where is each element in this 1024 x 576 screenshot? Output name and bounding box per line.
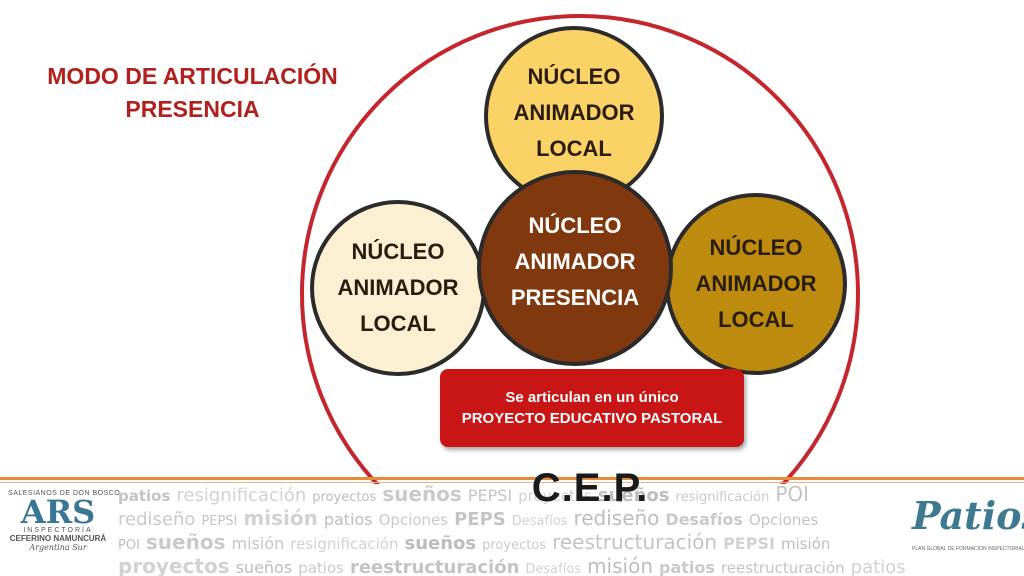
footer-word: misión [231,534,285,553]
node-center-line-3: PRESENCIA [510,285,640,310]
footer-word: PEPSI [723,534,775,553]
footer-word: Opciones [378,511,449,529]
node-right-nucleo-local: NÚCLEO ANIMADOR LOCAL [665,193,847,375]
footer-word: patios [850,557,906,576]
ars-logo-line-5: Argentina Sur [29,543,87,552]
footer-word: sueños [235,558,293,576]
footer-divider-thin [0,482,1024,483]
footer-word-row: POI sueños misión resignificación sueños proy… [118,532,910,556]
footer-word: proyectos [312,490,377,505]
proyecto-educativo-banner: Se articulan en un único PROYECTO EDUCAT… [440,369,744,447]
node-top-line-1: NÚCLEO [527,64,621,89]
ars-logo-line-3: INSPECTORÍA [23,527,93,534]
footer-word: Desafíos [525,562,582,576]
footer-word: resignificación [290,535,399,553]
node-right-line-3: LOCAL [718,307,794,332]
title-line-2: PRESENCIA [125,96,260,122]
node-left-line-1: NÚCLEO [351,239,445,264]
patios-logo-wordmark: Patios [912,493,1024,538]
node-left-nucleo-local: NÚCLEO ANIMADOR LOCAL [310,200,486,376]
slide-title: MODO DE ARTICULACIÓN PRESENCIA [20,60,365,126]
patios-logo-tagline: PLAN GLOBAL DE FORMACIÓN INSPECTORIAL [912,546,1024,552]
footer-word: sueños [145,530,226,554]
footer-word: PEPSI [467,486,513,505]
ars-logo-wordmark: ARS [20,493,96,531]
footer-word: patios [298,559,344,576]
ars-logo: SALESIANOS DE DON BOSCO ARS INSPECTORÍA … [8,490,121,572]
footer-word: sueños [597,485,670,506]
footer-word: Desafíos [665,510,743,529]
footer-word: PEPSI [201,514,238,529]
footer-word: rediseño [573,506,660,530]
footer-word: reestructuración [349,557,520,576]
footer-word: POI [775,484,810,506]
footer-word: proyectos [518,487,592,505]
ars-logo-line-4: CEFERINO NAMUNCURÁ [9,534,107,543]
node-top-line-3: LOCAL [536,136,612,161]
footer-word: reestructuración [552,530,718,554]
footer-word: PEPS [454,509,506,530]
footer-word: resignificación [176,485,307,506]
node-left-line-3: LOCAL [360,311,436,336]
node-left-line-2: ANIMADOR [337,275,459,300]
footer-word: proyectos [482,538,547,553]
footer-word: rediseño [118,509,196,530]
footer-word: patios [118,487,171,505]
footer-word: misión [243,506,318,530]
footer-word: misión [780,535,831,553]
footer-word-row: rediseño PEPSI misión patios Opciones PEPS Des… [118,508,910,532]
title-line-1: MODO DE ARTICULACIÓN [47,63,338,89]
node-top-line-2: ANIMADOR [513,100,635,125]
footer-word: reestructuración [720,559,845,576]
footer-word: patios [659,558,715,576]
node-center-line-1: NÚCLEO [528,213,622,238]
ars-logo-line-1: SALESIANOS DE DON BOSCO [8,490,121,497]
cep-label: C.E.P. [531,466,649,510]
footer-word: Opciones [748,511,819,529]
node-center-nucleo-presencia: NÚCLEO ANIMADOR PRESENCIA [477,170,673,366]
node-center-line-2: ANIMADOR [514,249,636,274]
footer-divider [0,477,1024,480]
footer-word: Desafíos [511,514,568,529]
node-right-line-1: NÚCLEO [709,235,803,260]
node-right-line-2: ANIMADOR [695,271,817,296]
footer-word: patios [323,510,373,529]
patios-logo: Patios PLAN GLOBAL DE FORMACIÓN INSPECTO… [912,486,1024,572]
footer-word: resignificación [675,490,770,505]
banner-line-2: PROYECTO EDUCATIVO PASTORAL [461,410,723,427]
footer-word-row: patios resignificación proyectos sueños PEPS… [118,484,910,508]
footer-word: misión [587,554,653,576]
footer-word: POI [118,538,140,553]
footer-word-row: proyectos sueños patios reestructuración Des… [118,556,910,576]
footer-word: sueños [382,484,462,506]
footer-word: sueños [404,533,477,554]
banner-line-1: Se articulan en un único [505,389,679,406]
footer-word: proyectos [118,554,230,576]
